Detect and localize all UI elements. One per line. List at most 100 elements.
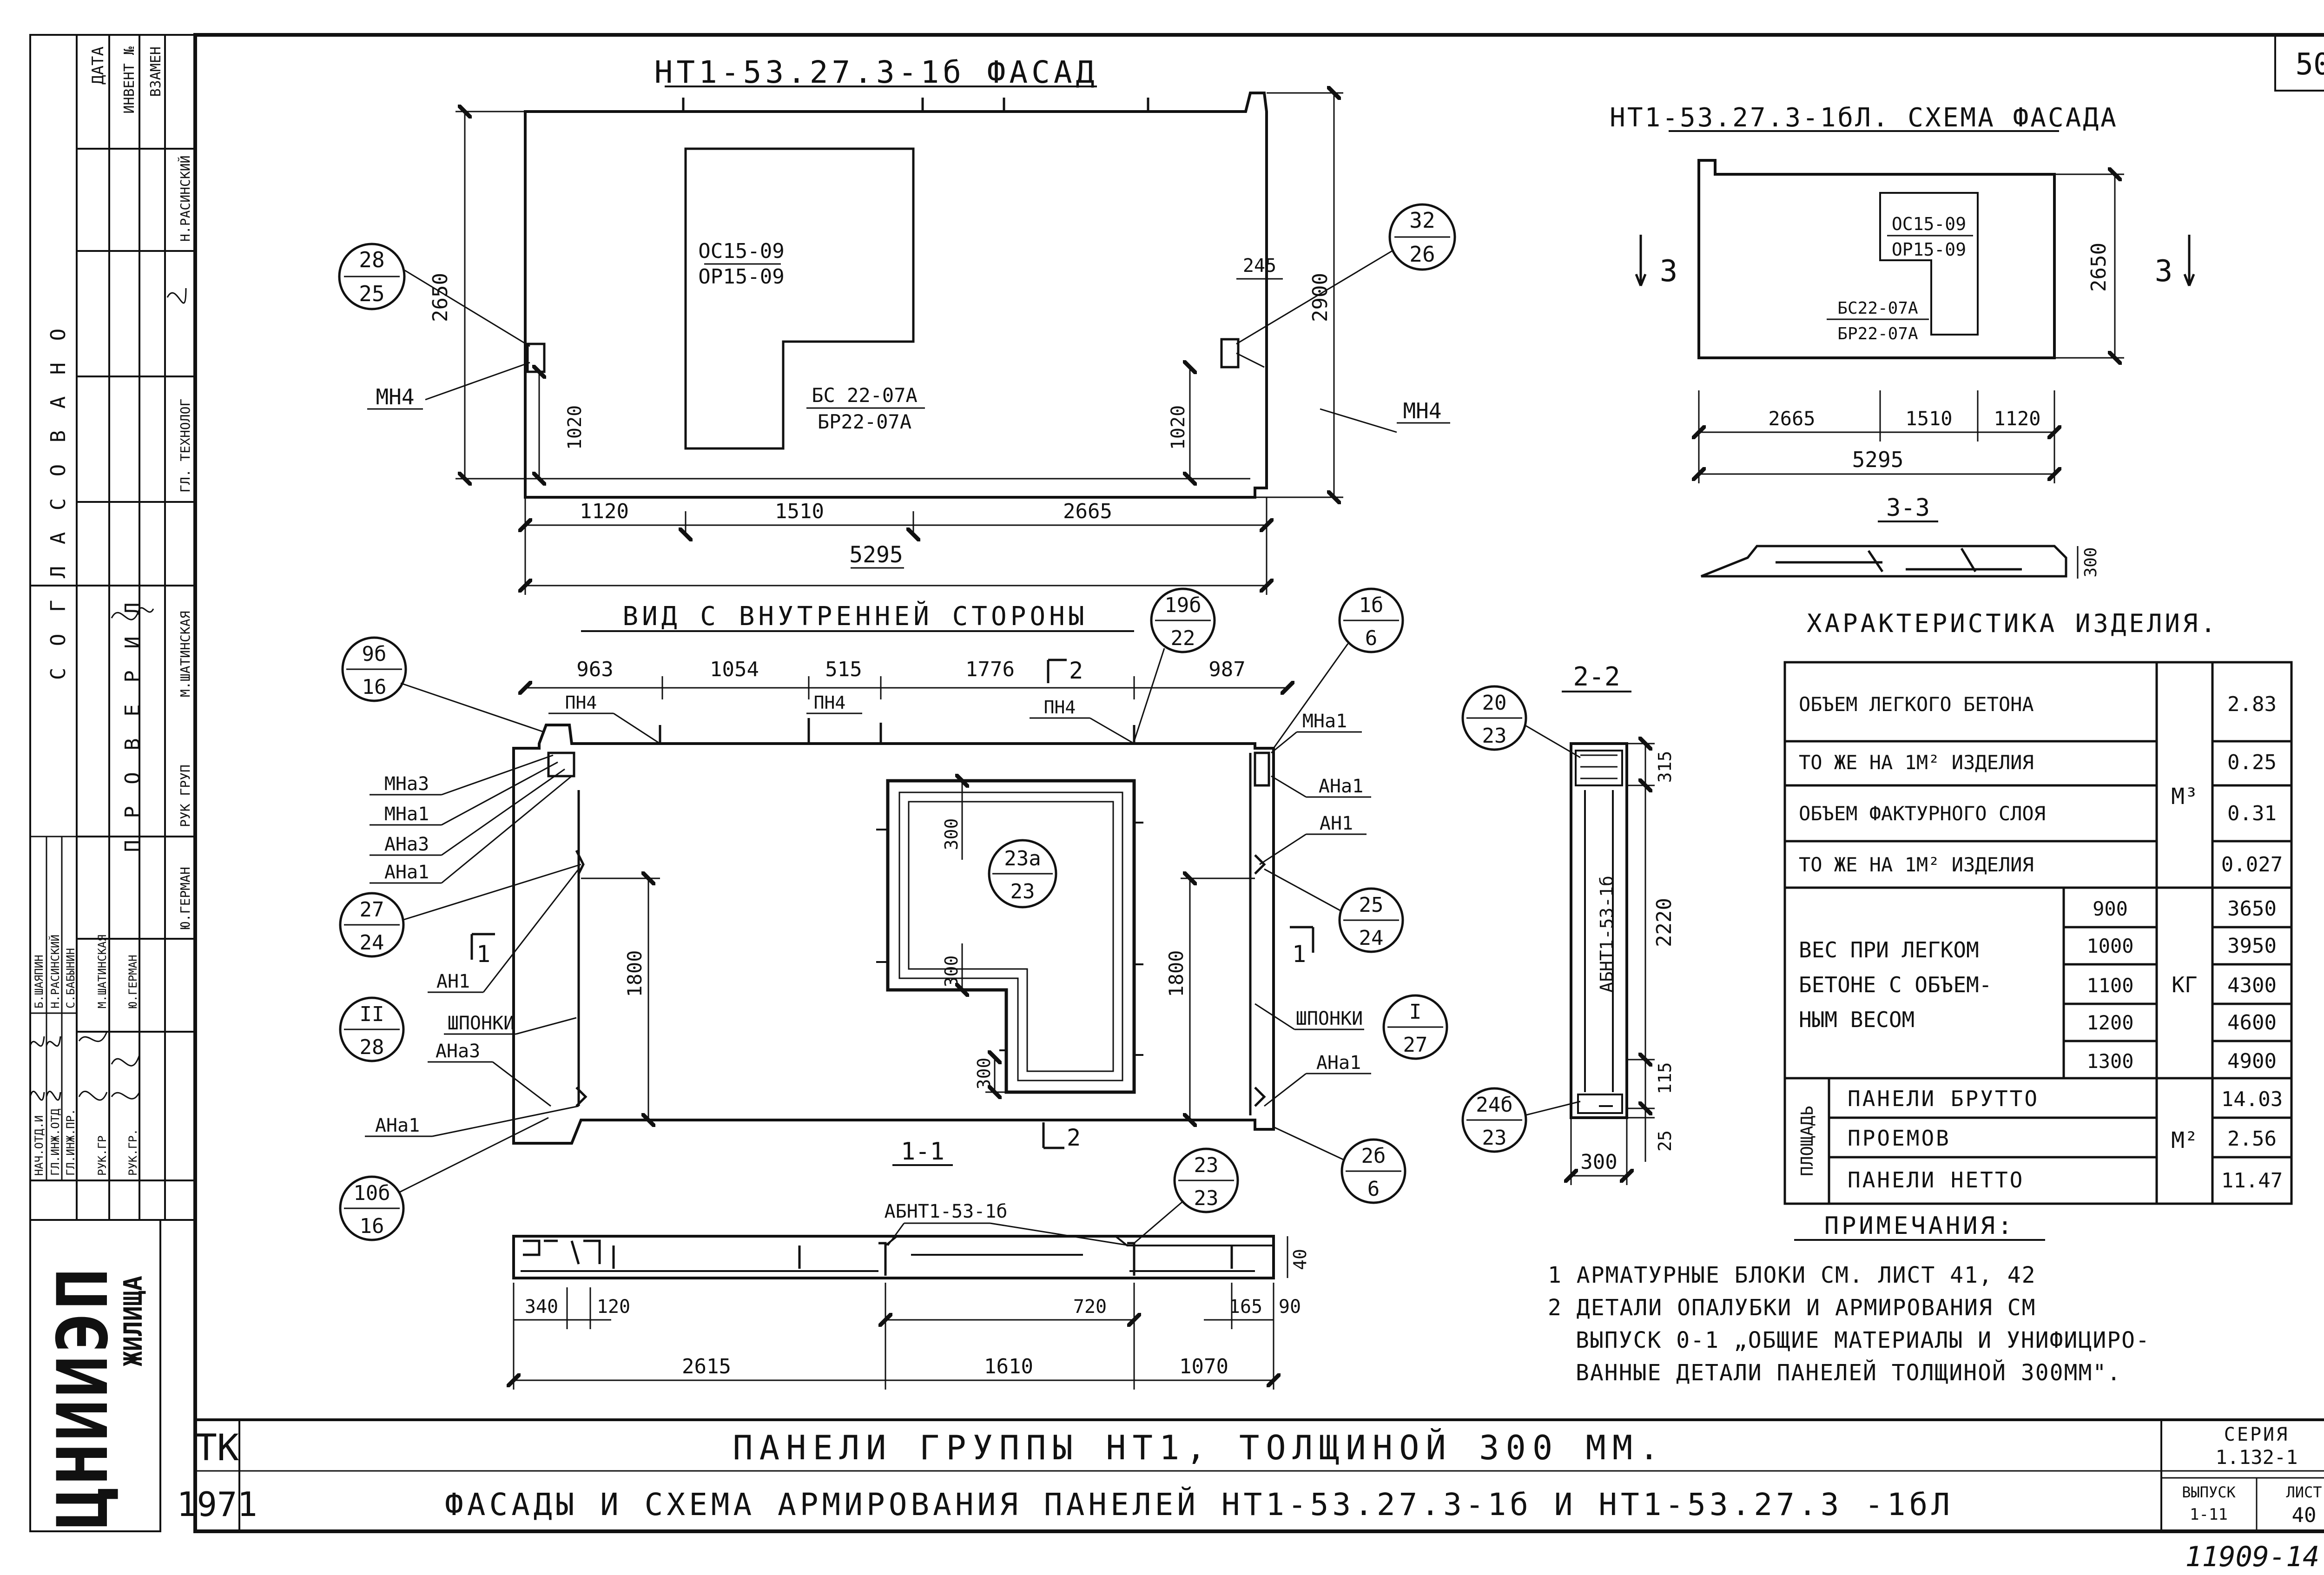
callout-1b-6: 1б 6: [1273, 587, 1404, 749]
facade-dim-height-right: 2900: [1308, 273, 1332, 322]
svg-text:II: II: [360, 1002, 384, 1026]
inner-pn-3: ПН4: [1044, 697, 1076, 718]
char-weight-label-0: ВЕС ПРИ ЛЕГКОМ: [1799, 937, 1979, 962]
svg-text:27: 27: [360, 898, 384, 922]
section-1-1-dim-40: 40: [1290, 1249, 1310, 1270]
scheme-door-label-2: БР22-07А: [1837, 324, 1918, 343]
char-density-1200: 1200: [2086, 1011, 2133, 1034]
inner-label-right-an1: АН1: [1320, 813, 1353, 834]
char-area-2-value: 11.47: [2221, 1169, 2283, 1193]
callout-24b-23: 24б 23: [1461, 1087, 1581, 1153]
section-2-2-label: АБНТ1-53-1б: [1597, 876, 1617, 993]
svg-text:23: 23: [1194, 1153, 1219, 1177]
section-2-2-dim-25: 25: [1655, 1130, 1675, 1152]
staff-title-2: ГЛ.ИНЖ.ПР.: [64, 1109, 77, 1176]
section-2-2-title: 2-2: [1573, 662, 1620, 692]
callout-2b-6: 2б 6: [1273, 1126, 1406, 1204]
note-line-3: ВАННЫЕ ДЕТАЛИ ПАНЕЛЕЙ ТОЛЩИНОЙ 300ММ".: [1576, 1359, 2121, 1386]
inner-label-an1-left: АН1: [436, 971, 470, 992]
inner-section-1-right: 1: [1292, 941, 1306, 968]
char-density-1000: 1000: [2086, 935, 2133, 957]
title-year: 1971: [177, 1485, 257, 1524]
inner-dim-1776: 1776: [965, 658, 1015, 681]
scheme-window-label-1: ОС15-09: [1892, 214, 1966, 234]
char-unit-kg: КГ: [2172, 972, 2197, 997]
stamp-col-inv: ИНВЕНТ №: [121, 46, 138, 114]
facade-drawing: НТ1-53.27.3-1б ФАСАД ОС15-09 ОР15-09 БС …: [338, 54, 1456, 595]
svg-text:25: 25: [359, 281, 384, 306]
section-3-3-title: 3-3: [1886, 494, 1930, 522]
char-area-1-value: 2.56: [2227, 1127, 2277, 1151]
char-area-2-label: ПАНЕЛИ НЕТТО: [1848, 1167, 2024, 1193]
stamp-col-vzamen: ВЗАМЕН: [148, 46, 164, 97]
inner-label-ana3: АНа3: [384, 834, 429, 855]
svg-text:26: 26: [1409, 242, 1435, 267]
char-weight-label-1: БЕТОНЕ С ОБЪЕМ-: [1799, 972, 1992, 997]
signature-marks: [111, 288, 187, 620]
facade-dim-245: 245: [1243, 255, 1276, 277]
inner-dim-1054: 1054: [710, 658, 759, 681]
inner-section-2-bottom: 2: [1067, 1124, 1081, 1151]
svg-text:9б: 9б: [362, 642, 387, 666]
svg-text:24: 24: [1359, 926, 1384, 950]
char-unit-m3: М³: [2171, 784, 2198, 810]
stamp-provereno: П Р О В Е Р И Л: [121, 598, 145, 852]
svg-text:23а: 23а: [1004, 847, 1041, 870]
scheme-title: НТ1-53.27.3-1бЛ. СХЕМА ФАСАДА: [1610, 103, 2118, 133]
svg-text:25: 25: [1359, 893, 1384, 917]
archive-number: 11909-14 51: [2185, 1541, 2324, 1573]
svg-text:32: 32: [1409, 208, 1435, 233]
inner-pn-2: ПН4: [814, 692, 846, 713]
svg-text:23: 23: [1482, 724, 1507, 748]
title-series: 1.132-1: [2215, 1446, 2298, 1469]
scheme-drawing: НТ1-53.27.3-1бЛ. СХЕМА ФАСАДА ОС15-09 ОР…: [1610, 103, 2195, 579]
callout-9b-16: 9б 16: [341, 636, 544, 733]
callout-20-23: 20 23: [1461, 685, 1581, 758]
char-row-2-label: ОБЪЕМ ФАКТУРНОГО СЛОЯ: [1799, 802, 2046, 825]
title-line-1: ПАНЕЛИ ГРУППЫ НТ1, ТОЛЩИНОЙ 300 ММ.: [733, 1428, 1665, 1467]
char-weight-1100: 4300: [2227, 974, 2277, 997]
section-1-1-title: 1-1: [901, 1138, 944, 1166]
scheme-section-mark-right: 3: [2155, 254, 2173, 289]
svg-text:I: I: [1409, 1000, 1422, 1024]
svg-text:16: 16: [362, 675, 387, 699]
scheme-window-label-2: ОР15-09: [1892, 239, 1966, 260]
svg-text:6: 6: [1367, 1177, 1380, 1201]
signatures: [29, 1031, 140, 1101]
section-1-1-label: АБНТ1-53-1б: [885, 1201, 1008, 1222]
staff-title-1: ГЛ.ИНЖ.ОТД: [49, 1108, 62, 1176]
char-row-1-value: 0.25: [2227, 751, 2277, 774]
callout-28-25: 28 25: [338, 243, 530, 347]
facade-door-label-2: БР22-07А: [818, 410, 911, 433]
staff-name-0: Б.ШАЯПИН: [33, 955, 46, 1008]
char-density-1100: 1100: [2086, 974, 2133, 997]
svg-text:6: 6: [1365, 626, 1378, 650]
title-issue-label: ВЫПУСК: [2182, 1483, 2236, 1501]
staff-name-2: С.БАБЫНИН: [64, 948, 77, 1008]
section-1-1-dim-1070: 1070: [1179, 1355, 1228, 1378]
inner-dim-300-b: 300: [941, 956, 962, 988]
scheme-door-label-1: БС22-07А: [1837, 299, 1918, 318]
facade-window-label-2: ОР15-09: [698, 265, 784, 289]
scheme-section-mark-left: 3: [1660, 254, 1678, 289]
inner-dim-300-a: 300: [941, 818, 962, 850]
svg-text:28: 28: [360, 1035, 384, 1059]
inner-label-ana1-bottom: АНа1: [375, 1115, 420, 1136]
svg-text:2б: 2б: [1361, 1144, 1386, 1168]
facade-mh-right: МН4: [1403, 398, 1441, 423]
svg-text:10б: 10б: [353, 1181, 390, 1205]
scheme-dim-height: 2650: [2087, 243, 2111, 292]
inner-view-title: ВИД С ВНУТРЕННЕЙ СТОРОНЫ: [622, 601, 1088, 632]
svg-text:16: 16: [360, 1214, 384, 1238]
section-1-1-dim-120: 120: [597, 1296, 630, 1318]
notes: ПРИМЕЧАНИЯ: 1 АРМАТУРНЫЕ БЛОКИ СМ. ЛИСТ …: [1548, 1212, 2149, 1386]
org-suffix: ЖИЛИЩА: [119, 1276, 148, 1366]
svg-text:23: 23: [1010, 880, 1035, 903]
char-area-0-value: 14.03: [2221, 1087, 2283, 1111]
callout-II-28: II 28: [339, 996, 405, 1062]
staff-name-1: Н.РАСИНСКИЙ: [48, 935, 62, 1008]
title-block: ТК 1971 ПАНЕЛИ ГРУППЫ НТ1, ТОЛЩИНОЙ 300 …: [177, 1424, 2322, 1527]
stamp-role-0: Н.РАСИНСКИЙ: [177, 156, 193, 242]
inner-dim-300-c: 300: [974, 1058, 994, 1090]
inner-dim-515: 515: [825, 658, 862, 681]
